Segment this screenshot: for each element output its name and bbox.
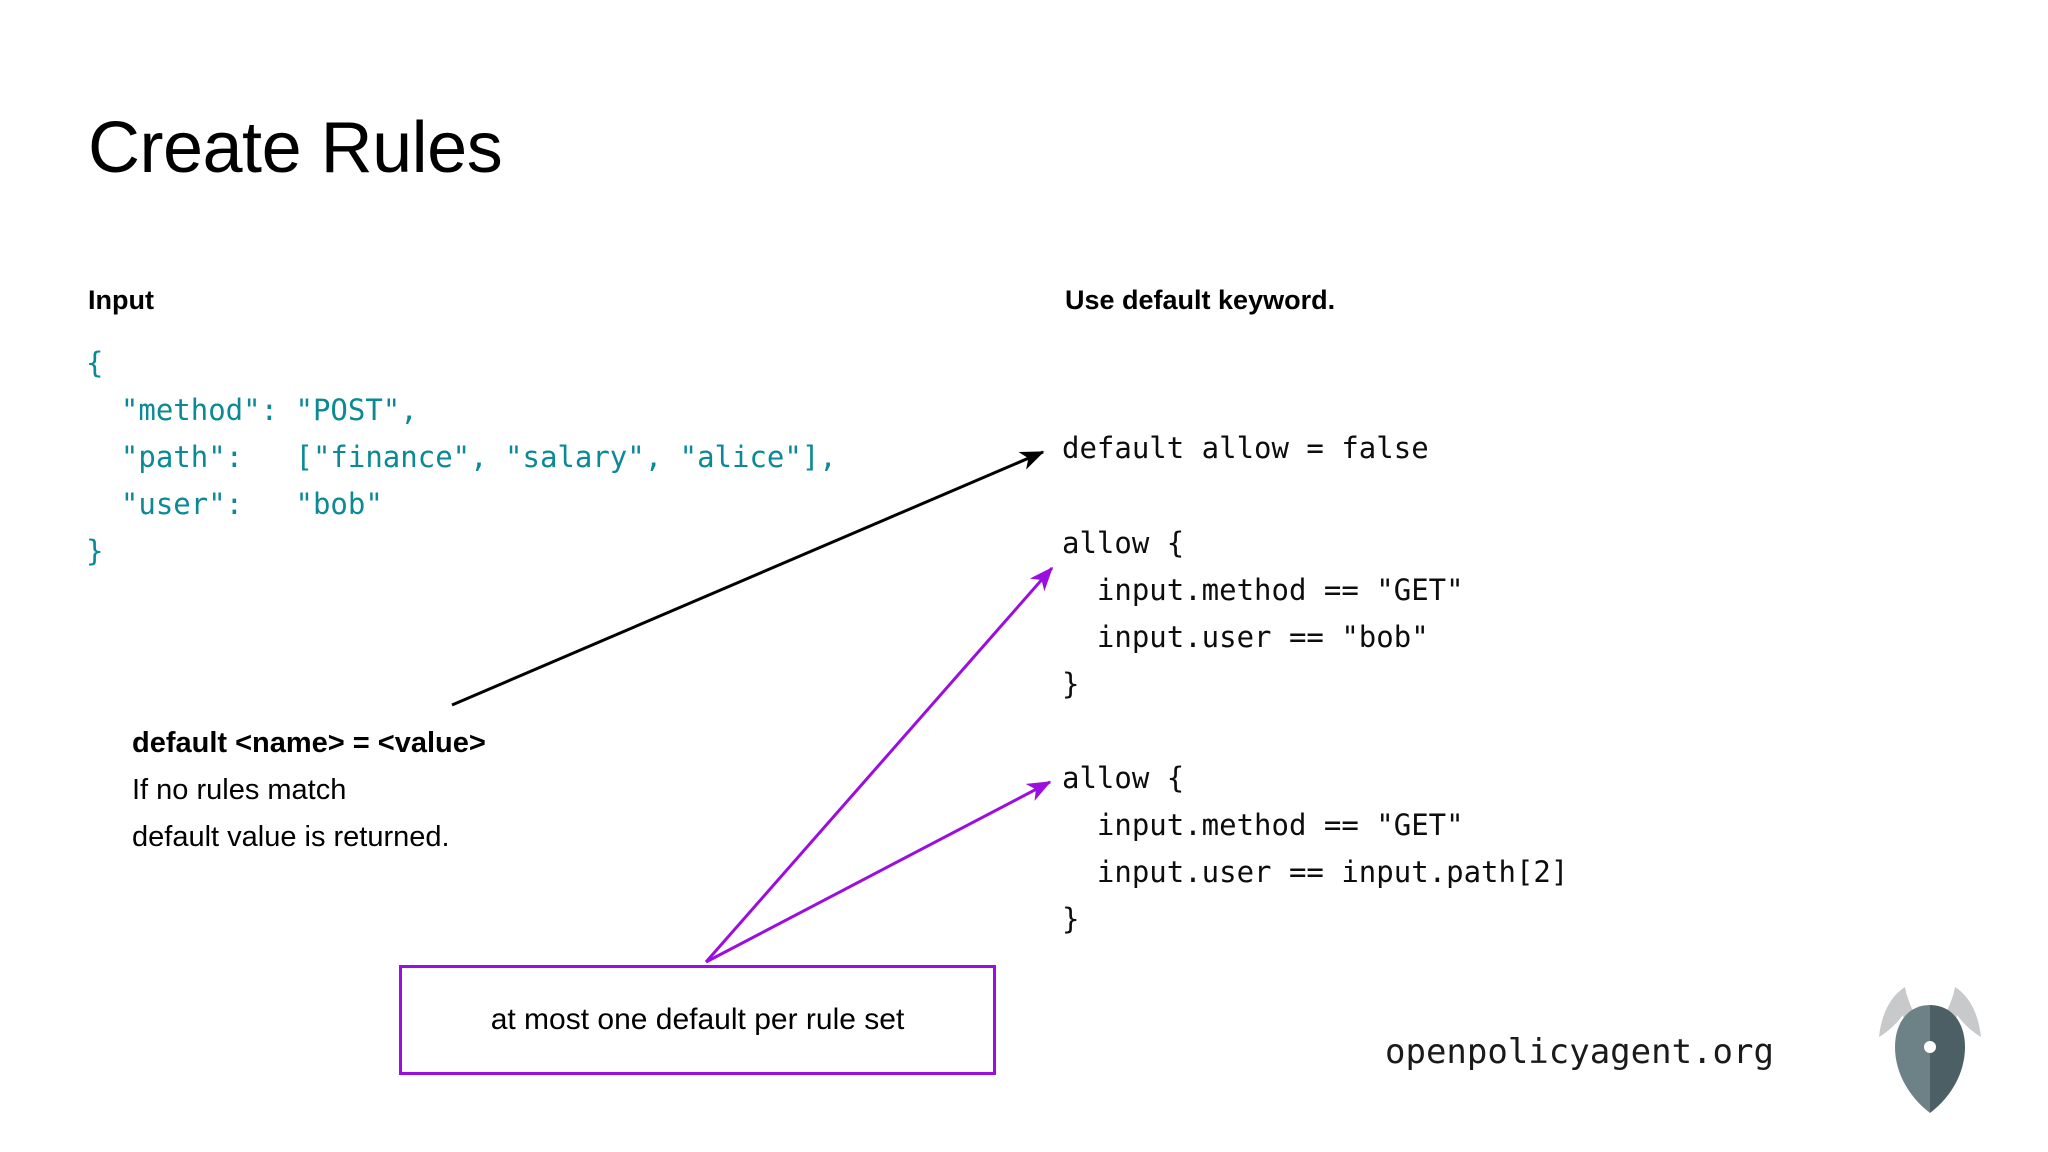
annotation-line-2: default value is returned. [132, 821, 450, 853]
page-title: Create Rules [88, 108, 503, 188]
rego-allow-rule-2-code: allow { input.method == "GET" input.user… [1062, 761, 1569, 936]
brand-url-text: openpolicyagent.org [1385, 1032, 1774, 1072]
default-syntax-line: default <name> = <value> [132, 727, 486, 759]
rego-allow-rule-1-code: allow { input.method == "GET" input.user… [1062, 526, 1464, 701]
default-keyword-heading: Use default keyword. [1065, 285, 1336, 315]
default-syntax-annotation: default <name> = <value> If no rules mat… [132, 720, 692, 861]
opa-viking-helmet-logo [1879, 987, 1981, 1113]
purple-arrow-to-allow-rule-2 [705, 780, 1052, 964]
annotation-line-1: If no rules match [132, 774, 347, 806]
callout-text: at most one default per rule set [490, 1003, 905, 1036]
callout-box: at most one default per rule set [399, 965, 996, 1075]
input-section-heading: Input [88, 285, 154, 315]
rego-default-rule-code: default allow = false [1062, 431, 1429, 465]
input-json-code: { "method": "POST", "path": ["finance", … [86, 346, 837, 568]
purple-arrow-to-allow-rule-1 [704, 566, 1054, 963]
